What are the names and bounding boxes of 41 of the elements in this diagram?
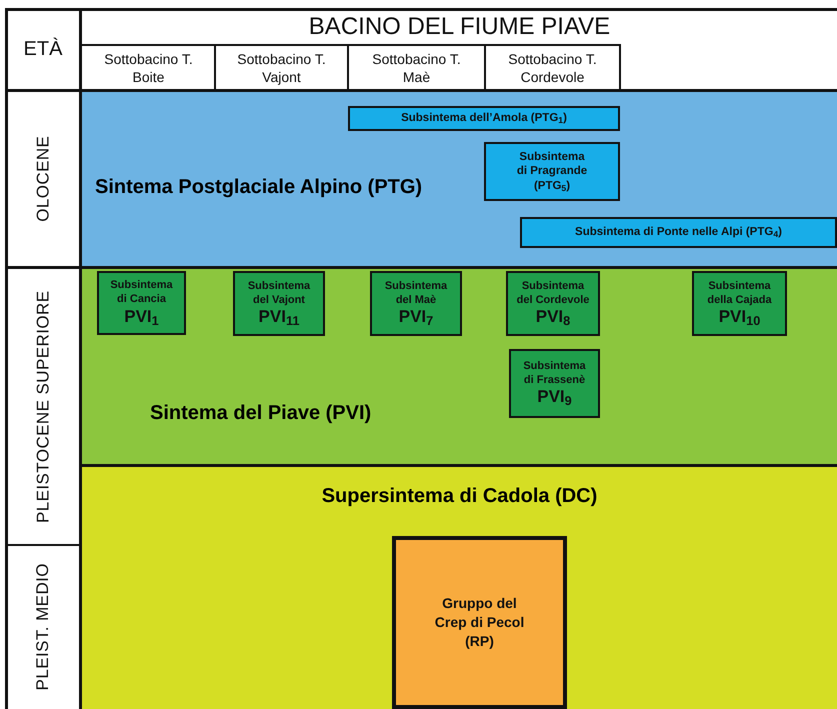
unit-name: Gruppo del Crep di Pecol (RP) [434,594,526,652]
subsystem-box [484,142,620,201]
unit-name: Subsintema della Cajada [706,280,773,308]
unit-title: Supersintema di Cadola (DC) [320,484,598,509]
age-label: PLEIST. MEDIO [32,563,54,691]
unit-code: PVI$_{10}$ [718,307,760,328]
table-title: BACINO DEL FIUME PIAVE [308,12,610,42]
column-header: Sottobacino T. Boite [103,50,194,86]
unit-name: Subsintema di Cancia [109,279,174,307]
subsystem-box [509,349,600,418]
holocene-band [82,90,837,268]
unit-code: PVI$_{9}$ [537,387,572,408]
group-box [392,536,567,709]
unit-name: Subsintema dell’Amola (PTG$_{1}$) [401,111,567,126]
subsystem-box [348,106,620,131]
unit-code: PVI$_{7}$ [398,307,434,328]
age-label: PLEISTOCENE SUPERIORE [32,290,54,523]
column-header: Sottobacino T. Cordevole [507,50,598,86]
subsystem-box [97,271,186,335]
column-header: Sottobacino T. Vajont [236,50,327,86]
unit-code: PVI$_{11}$ [258,307,300,328]
column-header: Sottobacino T. Maè [371,50,462,86]
unit-name: Subsintema del Vajont [246,280,312,308]
unit-name: Subsintema del Maè [384,280,448,308]
age-label: OLOCENE [32,136,54,222]
unit-code: PVI$_{8}$ [536,307,570,328]
subsystem-box [370,271,462,336]
subsystem-box [233,271,325,336]
unit-name: Subsintema del Cordevole [516,280,590,308]
unit-name: Subsintema di Frassenè [522,360,587,388]
column-header: ETÀ [24,36,62,62]
subsystem-box [692,271,787,336]
upper-pleistocene-band [82,268,837,465]
unit-code: PVI$_{1}$ [124,306,159,327]
middle-pleistocene-band [82,465,837,709]
unit-title: Sintema del Piave (PVI) [150,401,372,426]
unit-title: Sintema Postglaciale Alpino (PTG) [95,175,422,200]
unit-name: Subsintema di Pragrande (PTG$_{5}$) [516,150,588,194]
unit-name: Subsintema di Ponte nelle Alpi (PTG$_{4}$) [575,225,782,240]
subsystem-box [520,217,837,248]
subsystem-box [506,271,600,336]
